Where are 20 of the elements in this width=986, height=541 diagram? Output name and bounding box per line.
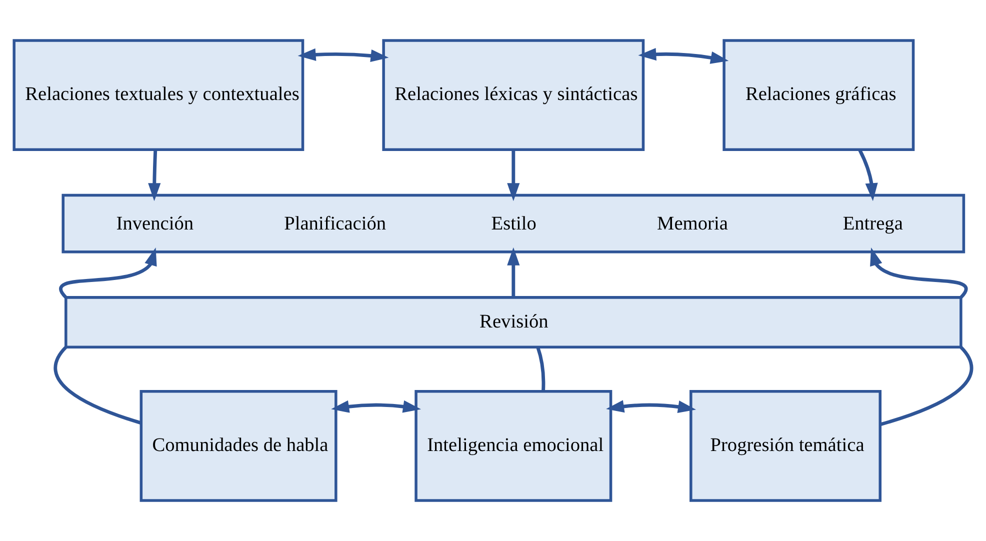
connector [54, 346, 142, 425]
node-box: Inteligencia emocional [414, 390, 612, 502]
arrow [870, 248, 968, 298]
arrow [638, 48, 729, 64]
arrow [298, 48, 389, 62]
node-box: Relaciones léxicas y sintácticas [382, 39, 645, 152]
arrow [331, 400, 422, 413]
arrow [507, 247, 520, 297]
arrow [59, 248, 157, 298]
arrow [148, 150, 161, 202]
arrow [507, 150, 520, 202]
node-box: Comunidades de habla [140, 390, 338, 502]
connector [536, 347, 546, 392]
connector [880, 346, 973, 426]
node-box: Relaciones gráficas [722, 39, 915, 152]
arrow [858, 149, 878, 202]
node-box: Relaciones textuales y contextuales [12, 39, 304, 152]
arrow [606, 400, 696, 413]
node-box: Progresión temática [690, 390, 882, 502]
node-box: Revisión [64, 296, 962, 349]
